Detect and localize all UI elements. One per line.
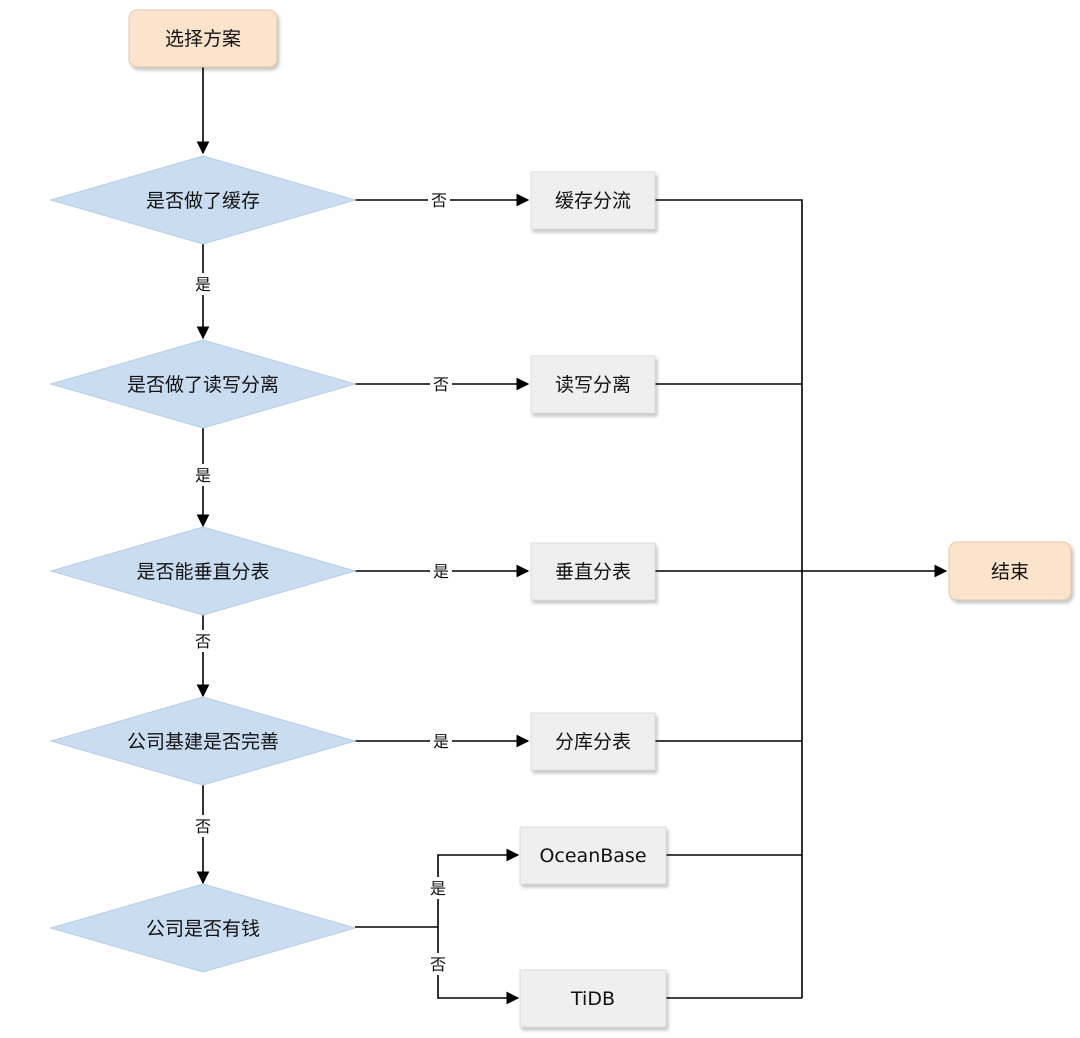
label-money-yes: 是 — [430, 879, 446, 898]
process-sharding-label: 分库分表 — [555, 731, 631, 753]
label-money-no: 否 — [430, 955, 446, 974]
decision-money-label: 公司是否有钱 — [146, 918, 260, 940]
label-infra-yes: 是 — [433, 732, 449, 751]
connectors — [196, 67, 948, 1005]
label-rw-no: 否 — [433, 375, 449, 394]
decision-rw-label: 是否做了读写分离 — [127, 374, 279, 396]
label-rw-yes: 是 — [195, 466, 211, 485]
node-end-label: 结束 — [991, 561, 1029, 583]
process-sharding: 分库分表 — [530, 712, 656, 771]
node-start-label: 选择方案 — [165, 28, 241, 50]
edge-money-no — [437, 927, 520, 1005]
decision-rw: 是否做了读写分离 — [49, 339, 357, 429]
nodes: 选择方案 是否做了缓存 是否做了读写分离 是否能垂直分表 公司基建是否完善 公司… — [49, 9, 1072, 1028]
decision-money: 公司是否有钱 — [49, 883, 357, 973]
decision-vertical: 是否能垂直分表 — [49, 526, 357, 616]
process-vertical: 垂直分表 — [530, 542, 656, 601]
process-cache-label: 缓存分流 — [555, 190, 631, 212]
decision-infra-label: 公司基建是否完善 — [127, 731, 279, 753]
process-cache: 缓存分流 — [530, 171, 656, 230]
edge-cachebox-to-bus — [655, 199, 803, 998]
decision-cache-label: 是否做了缓存 — [146, 190, 260, 212]
process-vertical-label: 垂直分表 — [555, 561, 631, 583]
label-infra-no: 否 — [195, 817, 211, 836]
decision-cache: 是否做了缓存 — [49, 155, 357, 245]
decision-infra: 公司基建是否完善 — [49, 696, 357, 786]
process-oceanbase: OceanBase — [519, 826, 667, 885]
label-vertical-no: 否 — [195, 632, 211, 651]
node-start: 选择方案 — [128, 9, 278, 68]
label-cache-yes: 是 — [195, 275, 211, 294]
process-rw-label: 读写分离 — [555, 374, 631, 396]
label-vertical-yes: 是 — [433, 562, 449, 581]
edge-labels: 否 是 否 是 是 否 是 否 是 否 — [192, 189, 452, 975]
process-tidb: TiDB — [519, 969, 667, 1028]
process-rw: 读写分离 — [530, 355, 656, 414]
decision-vertical-label: 是否能垂直分表 — [136, 561, 269, 583]
node-end: 结束 — [948, 541, 1072, 601]
process-tidb-label: TiDB — [570, 988, 615, 1010]
edge-money-yes — [437, 848, 520, 927]
process-oceanbase-label: OceanBase — [539, 845, 646, 867]
label-cache-no: 否 — [431, 191, 447, 210]
